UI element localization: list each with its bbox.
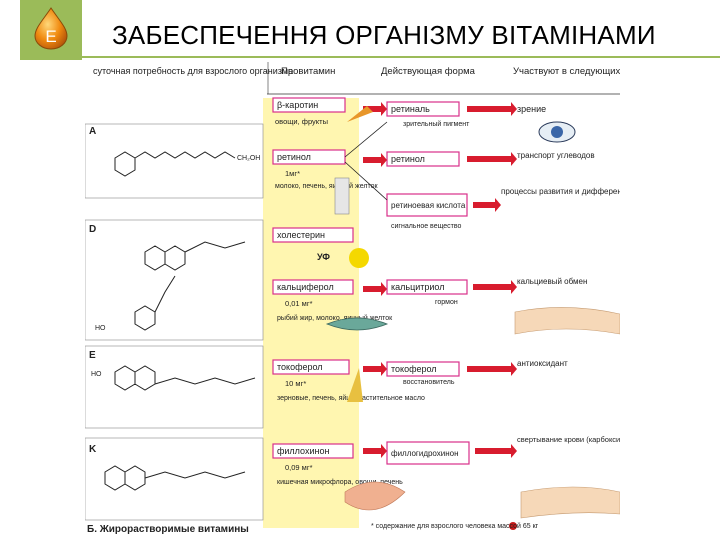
col-provitamin: Провитамин	[281, 66, 335, 77]
carrot-icon	[347, 106, 373, 122]
svg-text:ретиналь: ретиналь	[391, 104, 430, 114]
process-antioxidant: антиоксидант	[517, 359, 568, 368]
retinol-sources: молоко, печень, яичный желток	[275, 182, 378, 190]
calciferol-dose: 0,01 мг*	[285, 299, 313, 308]
red-arrows	[363, 102, 517, 458]
sun-icon	[349, 248, 369, 268]
box-tocopherol: токоферол	[272, 359, 350, 375]
col-daily-need: суточная потребность для взрослого орган…	[93, 66, 293, 76]
box-phylloquinone-active: филлогидрохинон	[386, 441, 470, 465]
reducer-label: восстановитель	[403, 379, 455, 386]
box-retinol: ретинол	[272, 149, 346, 165]
col-active-form: Действующая форма	[381, 66, 476, 77]
box-phylloquinone: филлохинон	[272, 443, 354, 459]
title-divider	[82, 56, 720, 58]
svg-text:ретинол: ретинол	[391, 154, 425, 164]
col-participates: Участвуют в следующих процессах:	[513, 66, 620, 77]
connector-retinol-retinal	[344, 121, 388, 158]
box-retinol-active: ретинол	[386, 151, 460, 167]
svg-text:HO: HO	[91, 371, 102, 378]
svg-text:CH₂OH: CH₂OH	[237, 155, 260, 162]
section-d-structure: D HO	[85, 219, 264, 341]
section-a-structure: A CH₂OH	[85, 123, 264, 199]
eye-iris-icon	[551, 126, 563, 138]
box-calcitriol: кальцитриол	[386, 279, 468, 295]
svg-text:токоферол: токоферол	[391, 364, 437, 374]
svg-text:A: A	[89, 126, 96, 137]
phylloquinone-dose: 0,09 мг*	[285, 463, 313, 472]
box-carotene: β-каротин	[272, 97, 346, 113]
hormone-label: гормон	[435, 299, 458, 306]
visual-pigment: зрительный пигмент	[403, 120, 470, 128]
process-vision: зрение	[517, 104, 546, 114]
svg-text:кальциферол: кальциферол	[277, 282, 334, 292]
box-cholesterol: холестерин	[272, 227, 354, 243]
badge-letter: E	[45, 27, 56, 46]
svg-text:HO: HO	[95, 325, 106, 332]
svg-text:D: D	[89, 224, 96, 235]
milk-bottle-icon	[334, 177, 350, 215]
box-calciferol: кальциферол	[272, 279, 354, 295]
box-tocopherol-active: токоферол	[386, 361, 460, 377]
fish-icon	[325, 317, 389, 331]
svg-text:E: E	[89, 350, 96, 361]
svg-text:филлохинон: филлохинон	[277, 446, 329, 456]
phylloquinone-sources: кишечная микрофлора, овощи, печень	[277, 479, 403, 486]
svg-text:ретинол: ретинол	[277, 152, 311, 162]
svg-text:K: K	[89, 444, 97, 455]
svg-text:токоферол: токоферол	[277, 362, 323, 372]
blood-drop-icon	[509, 522, 517, 530]
svg-text:кальцитриол: кальцитриол	[391, 282, 444, 292]
vitamin-drop-icon: E	[34, 7, 68, 50]
arm-icon	[514, 307, 620, 335]
svg-text:ретиноевая кислота: ретиноевая кислота	[391, 201, 466, 210]
footnote: * содержание для взрослого человека масс…	[371, 522, 539, 530]
signal-substance: сигнальное вещество	[391, 223, 462, 230]
uv-label: УФ	[317, 252, 330, 262]
process-calcium: кальциевый обмен	[517, 277, 587, 286]
title-bar: E ЗАБЕСПЕЧЕННЯ ОРГАНІЗМУ ВІТАМІНАМИ	[0, 0, 720, 60]
carotene-sources: овощи, фрукты	[275, 117, 328, 126]
hand-icon	[520, 486, 620, 519]
box-retinal: ретиналь	[386, 101, 460, 117]
section-e-structure: E HO	[85, 345, 264, 429]
process-transport: транспорт углеводов	[517, 151, 595, 160]
section-title: Б. Жирорастворимые витамины	[87, 524, 249, 535]
intestine-icon	[344, 481, 406, 511]
connector-retinol-retinoic	[344, 161, 388, 201]
page-title: ЗАБЕСПЕЧЕННЯ ОРГАНІЗМУ ВІТАМІНАМИ	[112, 20, 656, 50]
section-k-structure: K	[85, 437, 264, 521]
retinol-dose: 1мг*	[285, 169, 300, 178]
tocopherol-dose: 10 мг*	[285, 379, 306, 388]
calciferol-sources: рыбий жир, молоко, яичный желток	[277, 314, 393, 322]
box-retinoic-acid: ретиноевая кислота	[386, 193, 468, 217]
process-growth: процессы развития и дифференцировки	[501, 187, 620, 196]
svg-text:β-каротин: β-каротин	[277, 100, 318, 110]
vitamin-diagram: суточная потребность для взрослого орган…	[85, 62, 620, 540]
grain-icon	[347, 368, 363, 402]
svg-text:холестерин: холестерин	[277, 230, 325, 240]
svg-text:филлогидрохинон: филлогидрохинон	[391, 449, 459, 458]
process-clotting: свертывание крови (карбоксилирование фак…	[517, 435, 620, 444]
